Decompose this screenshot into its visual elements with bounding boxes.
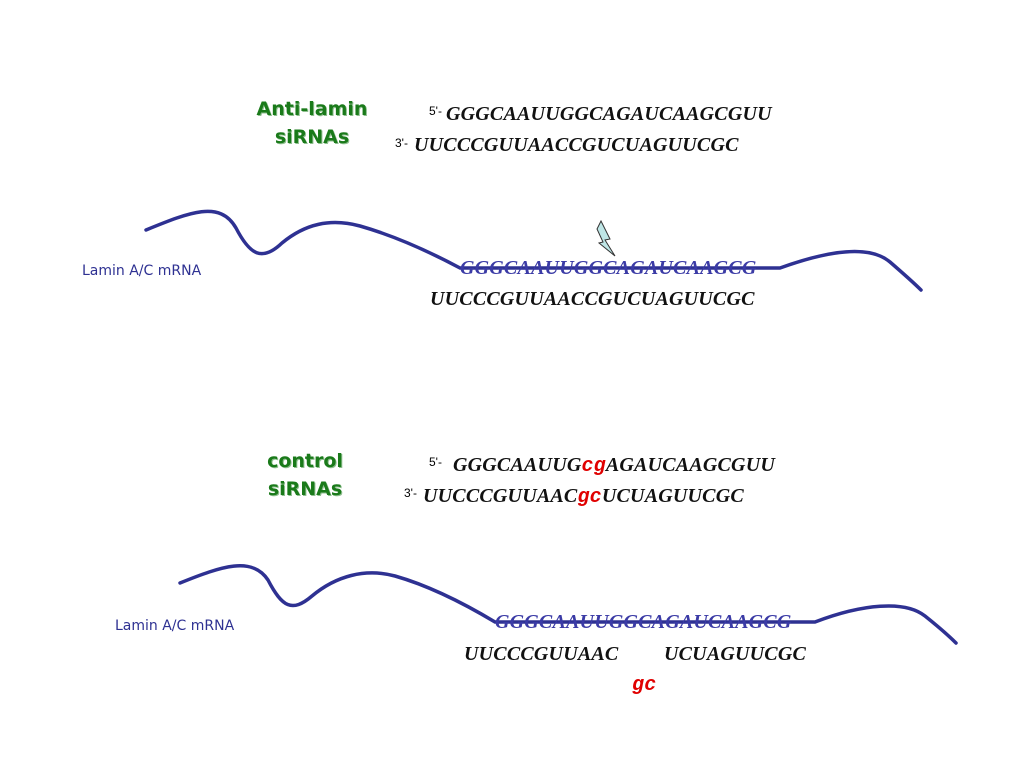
- five-prime-mark-control: 5'-: [429, 455, 442, 469]
- anti-lamin-title: Anti-lamin siRNAs: [246, 95, 378, 151]
- lightning-bolt-icon: [596, 219, 616, 257]
- mismatch-bulge: gc: [632, 674, 657, 697]
- lamin-mrna-strand-top: [144, 209, 923, 292]
- control-sense-strand: GGGCAAUUGcgAGAUCAAGCGUU: [453, 453, 775, 479]
- control-antisense-post: UCUAGUUCGC: [601, 485, 744, 507]
- bound-guide-left: UUCCCGUUAAC: [464, 643, 619, 665]
- anti-lamin-title-line2: siRNAs: [274, 126, 350, 148]
- lamin-mrna-label-bottom: Lamin A/C mRNA: [115, 618, 235, 634]
- control-title: control siRNAs: [250, 447, 360, 503]
- bound-guide-strand-top: UUCCCGUUAACCGUCUAGUUCGC: [430, 288, 755, 310]
- lamin-target-sequence-top: GGGCAAUUGGCAGAUCAAGCG: [460, 257, 757, 279]
- anti-lamin-sense-strand: GGGCAAUUGGCAGAUCAAGCGUU: [446, 103, 772, 125]
- three-prime-mark: 3'-: [395, 136, 408, 150]
- three-prime-mark-control: 3'-: [404, 486, 417, 500]
- anti-lamin-antisense-strand: UUCCCGUUAACCGUCUAGUUCGC: [414, 134, 739, 156]
- control-sense-pre: GGGCAAUUG: [453, 454, 582, 476]
- control-antisense-strand: UUCCCGUUAACgcUCUAGUUCGC: [423, 484, 744, 510]
- control-antisense-pre: UUCCCGUUAAC: [423, 485, 578, 507]
- control-sense-mismatch: cg: [581, 455, 606, 478]
- lamin-mrna-strand-bottom: [178, 564, 958, 645]
- anti-lamin-title-line1: Anti-lamin: [256, 98, 368, 120]
- control-title-line1: control: [267, 450, 343, 472]
- bound-guide-right: UCUAGUUCGC: [664, 643, 807, 665]
- lamin-target-sequence-bottom: GGGCAAUUGGCAGAUCAAGCG: [495, 611, 792, 633]
- control-antisense-mismatch: gc: [577, 486, 602, 509]
- control-sense-post: AGAUCAAGCGUU: [605, 454, 775, 476]
- five-prime-mark: 5'-: [429, 104, 442, 118]
- lamin-mrna-label-top: Lamin A/C mRNA: [82, 263, 202, 279]
- control-title-line2: siRNAs: [267, 478, 343, 500]
